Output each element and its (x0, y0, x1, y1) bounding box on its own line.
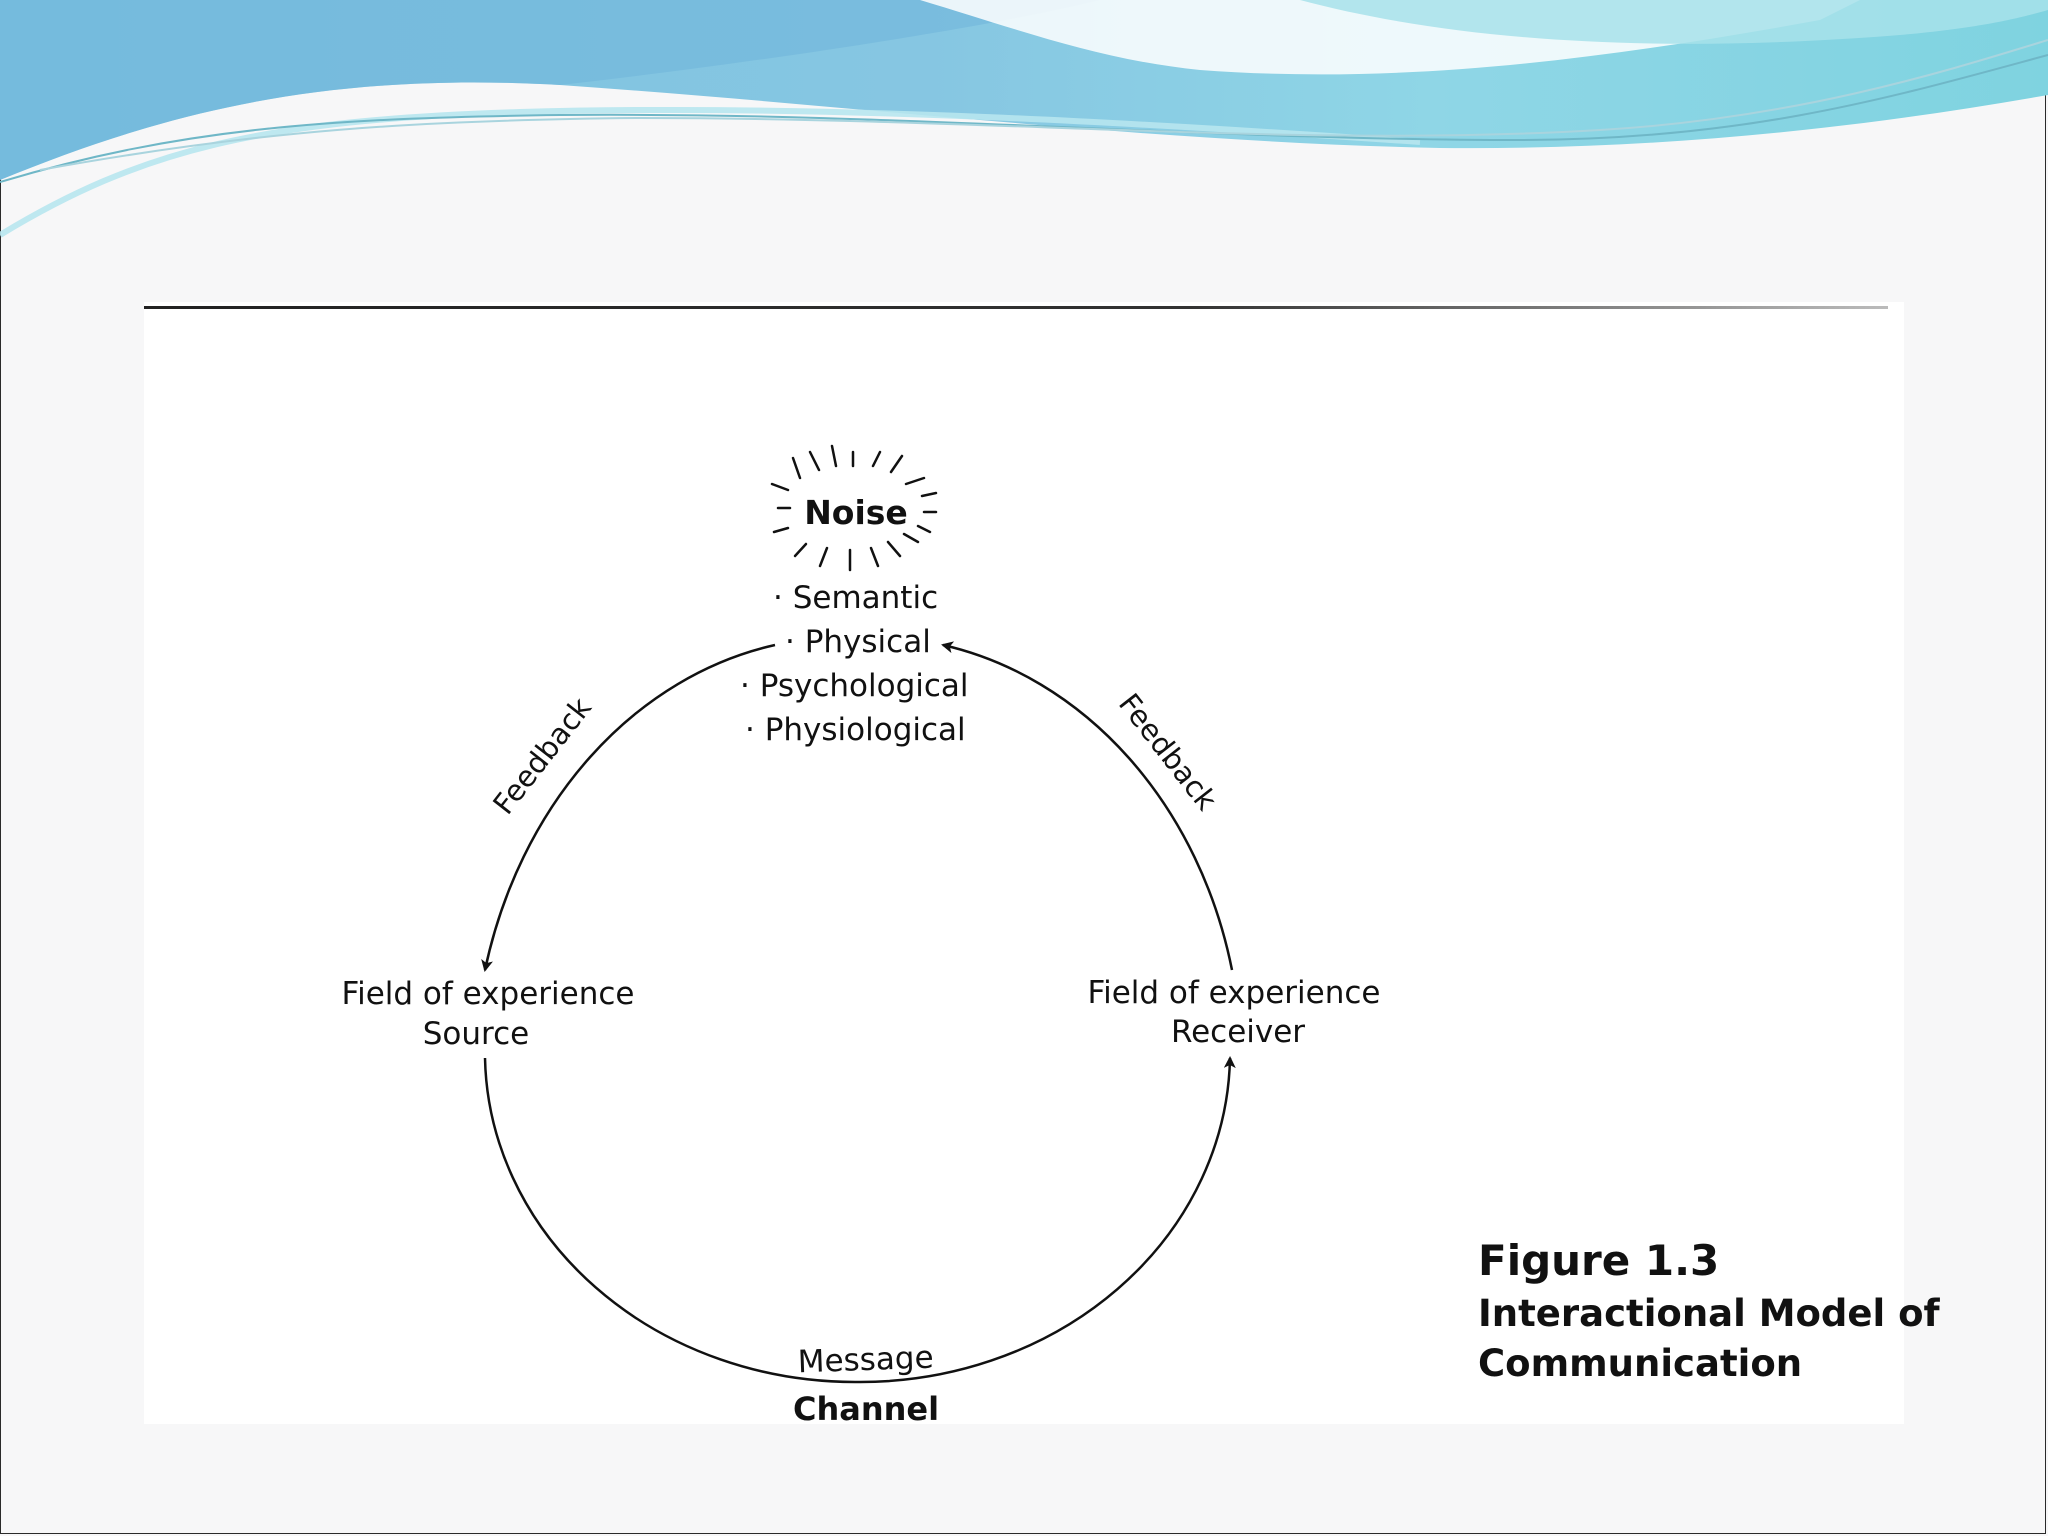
feedback-arc-left (481, 643, 776, 972)
figure-title-line-1: Interactional Model of (1478, 1292, 1940, 1335)
figure-title-line-2: Communication (1478, 1342, 1803, 1385)
feedback-label-left: Feedback (486, 691, 598, 821)
message-label: Message (797, 1340, 934, 1381)
header-wave (0, 0, 2048, 238)
noise-type-semantic: · Semantic (773, 580, 938, 616)
figure-number: Figure 1.3 (1478, 1236, 1720, 1285)
noise-type-physical: · Physical (785, 624, 931, 660)
source-node: Field of experience Source (342, 976, 635, 1052)
noise-label: Noise (804, 493, 908, 532)
scan-top-rule (144, 306, 1888, 309)
noise-burst-icon (770, 444, 938, 572)
receiver-node: Field of experience Receiver (1088, 975, 1381, 1050)
feedback-arc-right (941, 641, 1234, 971)
message-arc-right (854, 1056, 1236, 1384)
source-field-label: Field of experience (342, 976, 635, 1012)
receiver-field-label: Field of experience (1088, 975, 1381, 1011)
noise-type-physiological: · Physiological (745, 712, 966, 748)
noise-type-psychological: · Psychological (740, 668, 969, 704)
channel-label: Channel (793, 1390, 939, 1428)
message-arc-left (483, 1057, 856, 1384)
noise-types-list: · Semantic · Physical · Psychological · … (740, 580, 969, 748)
feedback-label-right: Feedback (1112, 687, 1224, 817)
source-label: Source (423, 1016, 529, 1052)
scanned-figure-panel (144, 302, 1904, 1424)
receiver-label: Receiver (1171, 1014, 1305, 1050)
